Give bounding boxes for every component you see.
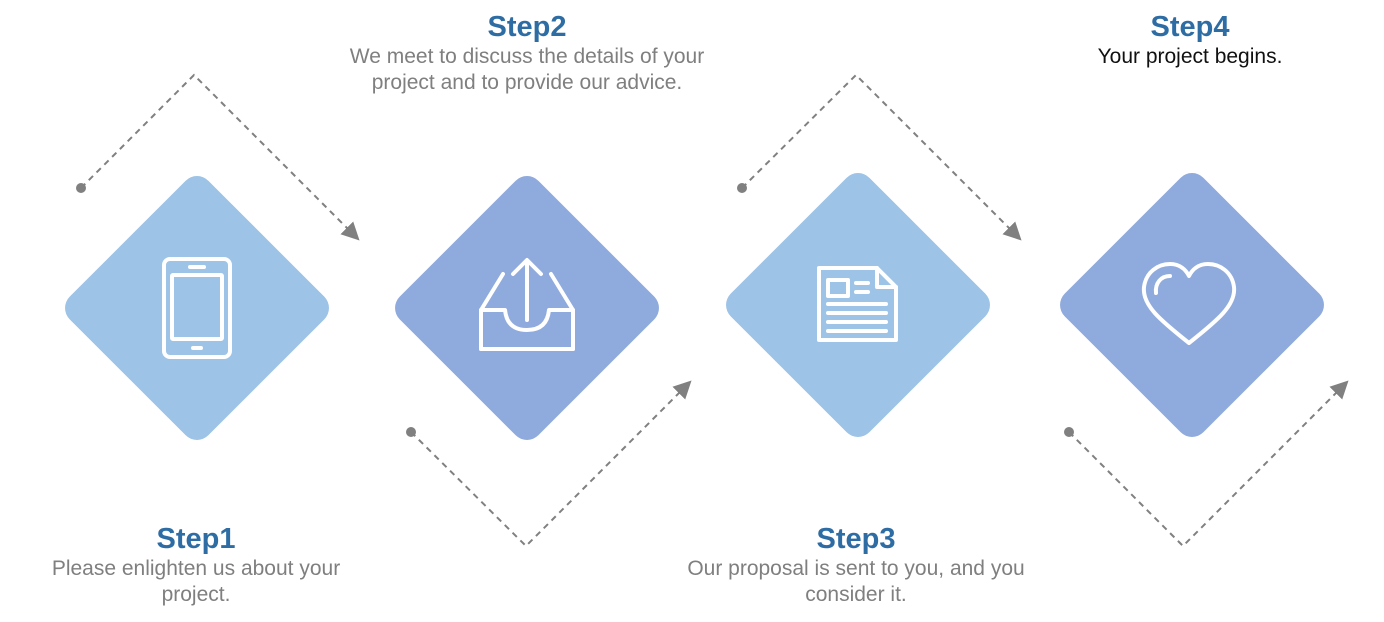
step2-title: Step2 bbox=[487, 11, 567, 43]
step3-description: Our proposal is sent to you, and you con… bbox=[687, 557, 1025, 606]
step3-title: Step3 bbox=[816, 523, 896, 555]
step4-caption: Step4 Your project begins. bbox=[1010, 10, 1370, 70]
tablet-icon bbox=[162, 257, 232, 359]
step1-title: Step1 bbox=[156, 523, 236, 555]
document-icon bbox=[817, 266, 898, 342]
step2-caption: Step2 We meet to discuss the details of … bbox=[347, 10, 707, 96]
connector-3-to-4 bbox=[737, 73, 1022, 241]
step2-description: We meet to discuss the details of your p… bbox=[349, 45, 705, 94]
connector-2-to-3 bbox=[406, 380, 692, 548]
step3-caption: Step3 Our proposal is sent to you, and y… bbox=[676, 522, 1036, 608]
heart-icon bbox=[1141, 262, 1237, 345]
connector-4-out bbox=[1064, 380, 1349, 548]
step4-diamond bbox=[1060, 173, 1324, 437]
step1-caption: Step1 Please enlighten us about your pro… bbox=[16, 522, 376, 608]
inbox-upload-icon bbox=[479, 258, 575, 351]
step1-diamond bbox=[65, 176, 329, 440]
connector-1-to-2 bbox=[76, 73, 360, 241]
step4-description: Your project begins. bbox=[1097, 45, 1283, 68]
step1-description: Please enlighten us about your project. bbox=[51, 557, 341, 606]
step4-title: Step4 bbox=[1150, 11, 1230, 43]
